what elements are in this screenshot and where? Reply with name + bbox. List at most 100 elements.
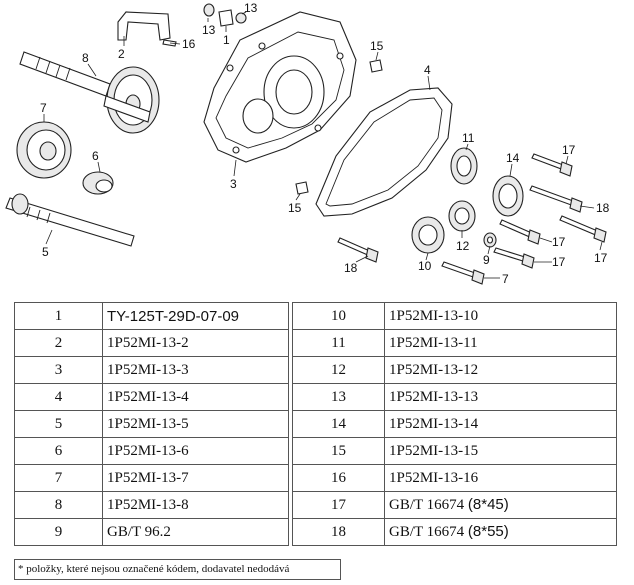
part-code: 1P52MI-13-13 <box>384 383 617 411</box>
callout-2: 2 <box>118 47 125 61</box>
callout-15-bottom: 15 <box>288 201 302 215</box>
part-code-text: 1P52MI-13-16 <box>389 469 479 486</box>
part-9-washer <box>483 232 497 248</box>
part-code-text: 1P52MI-13-13 <box>389 388 479 405</box>
item-number: 18 <box>292 518 385 546</box>
part-code: GB/T 96.2 <box>102 518 289 546</box>
leader-lines <box>43 11 603 279</box>
part-code: 1P52MI-13-12 <box>384 356 617 384</box>
item-number: 15 <box>292 437 385 465</box>
item-number: 3 <box>14 356 103 384</box>
part-code: 1P52MI-13-14 <box>384 410 617 438</box>
callout-17-top: 17 <box>562 143 576 157</box>
part-5-counter-shaft <box>5 193 135 247</box>
callout-4: 4 <box>424 63 431 77</box>
footnote-box: * položky, které nejsou označené kódem, … <box>14 559 341 580</box>
item-number: 14 <box>292 410 385 438</box>
part-12-bearing <box>448 200 476 232</box>
part-11-bearing <box>450 147 478 185</box>
part-code: 1P52MI-13-7 <box>102 464 289 492</box>
part-code: TY-125T-29D-07-09 <box>102 302 289 330</box>
part-code: GB/T 16674 (8*55) <box>384 518 617 546</box>
part-code-text: 1P52MI-13-14 <box>389 415 479 432</box>
callout-13-left: 13 <box>202 23 216 37</box>
part-code-text: 1P52MI-13-11 <box>389 334 478 351</box>
callout-16: 16 <box>182 37 196 51</box>
callout-8: 8 <box>82 51 89 65</box>
part-code-text: GB/T 16674 <box>389 524 465 540</box>
item-number: 8 <box>14 491 103 519</box>
callout-5: 5 <box>42 245 49 259</box>
callout-9: 9 <box>483 253 490 267</box>
callout-13-right: 13 <box>244 1 258 15</box>
callout-17-mid: 17 <box>552 235 566 249</box>
part-code: 1P52MI-13-11 <box>384 329 617 357</box>
part-code: 1P52MI-13-10 <box>384 302 617 330</box>
part-code: 1P52MI-13-8 <box>102 491 289 519</box>
part-15-dowel-bottom <box>295 181 309 195</box>
item-number: 5 <box>14 410 103 438</box>
part-13-1-small-parts <box>203 3 247 27</box>
part-15-dowel-top <box>369 59 383 73</box>
callout-6: 6 <box>92 149 99 163</box>
bolt-size: (8*45) <box>467 496 509 513</box>
part-code: 1P52MI-13-5 <box>102 410 289 438</box>
item-number: 2 <box>14 329 103 357</box>
callout-18-left: 18 <box>344 261 358 275</box>
part-code: GB/T 16674 (8*45) <box>384 491 617 519</box>
footnote: * položky, které nejsou označené kódem, … <box>18 563 290 575</box>
callout-18-right: 18 <box>596 201 610 215</box>
exploded-parts-diagram: 8 7 6 5 2 16 13 1 13 3 15 4 15 11 14 17 … <box>5 1 610 286</box>
item-number: 16 <box>292 464 385 492</box>
part-code: 1P52MI-13-2 <box>102 329 289 357</box>
item-number: 7 <box>14 464 103 492</box>
part-code: 1P52MI-13-6 <box>102 437 289 465</box>
part-code: 1P52MI-13-3 <box>102 356 289 384</box>
callout-7: 7 <box>40 101 47 115</box>
callout-12: 12 <box>456 239 470 253</box>
callout-11: 11 <box>462 131 475 145</box>
part-code-text: 1P52MI-13-12 <box>389 361 479 378</box>
part-code-text: 1P52MI-13-15 <box>389 442 479 459</box>
callout-15-top: 15 <box>370 39 384 53</box>
part-4-gasket <box>315 87 453 217</box>
part-6-small-gear <box>82 171 114 195</box>
part-code: 1P52MI-13-16 <box>384 464 617 492</box>
part-2-bracket <box>117 11 171 41</box>
part-code: 1P52MI-13-15 <box>384 437 617 465</box>
part-7-gear <box>16 121 72 179</box>
callout-7-bottom: 7 <box>502 272 509 286</box>
item-number: 10 <box>292 302 385 330</box>
callout-1: 1 <box>223 33 230 47</box>
part-16-pin <box>162 39 177 47</box>
item-number: 4 <box>14 383 103 411</box>
part-code-text: 1P52MI-13-10 <box>389 307 479 324</box>
callout-10: 10 <box>418 259 432 273</box>
item-number: 12 <box>292 356 385 384</box>
callout-3: 3 <box>230 177 237 191</box>
item-number: 11 <box>292 329 385 357</box>
callout-17-low: 17 <box>552 255 566 269</box>
part-10-bearing <box>411 216 445 254</box>
part-3-case-cover <box>203 11 357 163</box>
callout-14: 14 <box>506 151 520 165</box>
part-code-text: GB/T 16674 <box>389 497 465 513</box>
bolt-size: (8*55) <box>467 523 509 540</box>
part-8-main-shaft-gear <box>19 51 160 134</box>
item-number: 17 <box>292 491 385 519</box>
item-number: 13 <box>292 383 385 411</box>
callout-17-right: 17 <box>594 251 608 265</box>
item-number: 6 <box>14 437 103 465</box>
item-number: 1 <box>14 302 103 330</box>
bolts-17-18 <box>337 153 607 285</box>
